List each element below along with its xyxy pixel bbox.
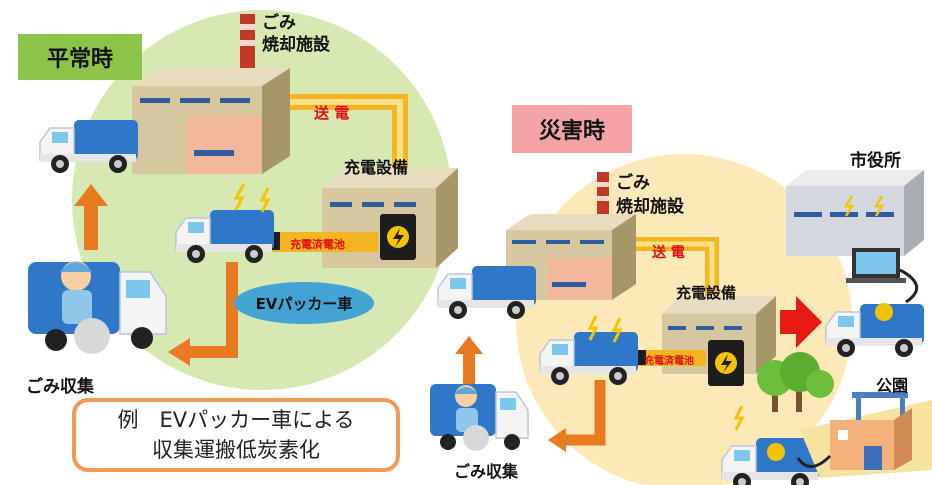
city-hall-building	[786, 170, 924, 256]
disaster-flow-up-arrowhead	[455, 336, 483, 354]
normal-charger-icon	[380, 214, 416, 260]
normal-worker-truck	[28, 261, 167, 354]
ev-truck-label: EVパッカー車	[255, 294, 353, 313]
normal-incinerator-label-2: 焼却施設	[262, 35, 330, 55]
normal-flow-down	[188, 262, 238, 358]
normal-power-label: 送 電	[314, 104, 350, 122]
park-building	[800, 392, 932, 478]
normal-charging-label: 充電設備	[344, 158, 409, 177]
normal-incinerator-building	[132, 14, 290, 174]
disaster-incinerator-label-2: 焼却施設	[616, 197, 684, 217]
city-hall-truck-charger	[875, 303, 893, 321]
disaster-collection-label: ごみ収集	[454, 462, 519, 481]
park-truck-charger	[767, 443, 785, 461]
disaster-flow-arrowhead	[548, 428, 566, 452]
disaster-power-label: 送 電	[652, 245, 685, 261]
red-arrow	[780, 296, 822, 348]
normal-spark-icon	[233, 183, 246, 211]
disaster-incinerator-building	[506, 172, 636, 300]
normal-collection-label: ごみ収集	[26, 377, 94, 397]
disaster-charger-icon	[708, 340, 744, 386]
city-hall-label: 市役所	[850, 151, 901, 171]
example-box: 例 EVパッカー車による 収集運搬低炭素化	[72, 398, 400, 472]
normal-charging-building	[322, 168, 458, 268]
laptop-icon	[846, 248, 906, 283]
disaster-incinerator-label-1: ごみ	[616, 173, 650, 193]
example-line-2: 収集運搬低炭素化	[152, 438, 320, 462]
disaster-charging-label: 充電設備	[676, 284, 737, 302]
disaster-title: 災害時	[538, 119, 605, 144]
disaster-spark-icon-2	[611, 317, 623, 343]
park-trees	[757, 352, 834, 412]
disaster-power-line-core	[636, 241, 715, 320]
normal-title: 平常時	[46, 47, 113, 72]
normal-flow-up	[84, 200, 98, 250]
disaster-worker-truck	[430, 384, 529, 451]
laptop-cable	[899, 268, 918, 304]
disaster-flow-down	[564, 380, 606, 446]
normal-flow-up-arrowhead	[74, 184, 108, 206]
city-hall-truck	[825, 303, 925, 358]
disaster-flow-up	[463, 350, 475, 390]
park-label: 公園	[876, 376, 909, 395]
disaster-truck-top	[437, 265, 537, 320]
ev-truck-ellipse: EVパッカー車	[234, 282, 374, 324]
park-cable	[796, 454, 832, 468]
disaster-spark-icon	[587, 315, 599, 341]
example-line-1: 例 EVパッカー車による	[117, 408, 355, 432]
disaster-battery-label: 充電済電池	[644, 356, 694, 367]
normal-incinerator-label-1: ごみ	[262, 13, 296, 33]
park-spark-icon	[733, 405, 745, 431]
disaster-title-box: 災害時	[512, 105, 632, 153]
normal-title-box: 平常時	[18, 34, 142, 80]
normal-battery-label: 充電済電池	[290, 238, 345, 251]
normal-spark-icon-2	[259, 187, 271, 213]
normal-flow-arrowhead	[168, 338, 190, 366]
normal-power-line-core	[290, 99, 403, 190]
